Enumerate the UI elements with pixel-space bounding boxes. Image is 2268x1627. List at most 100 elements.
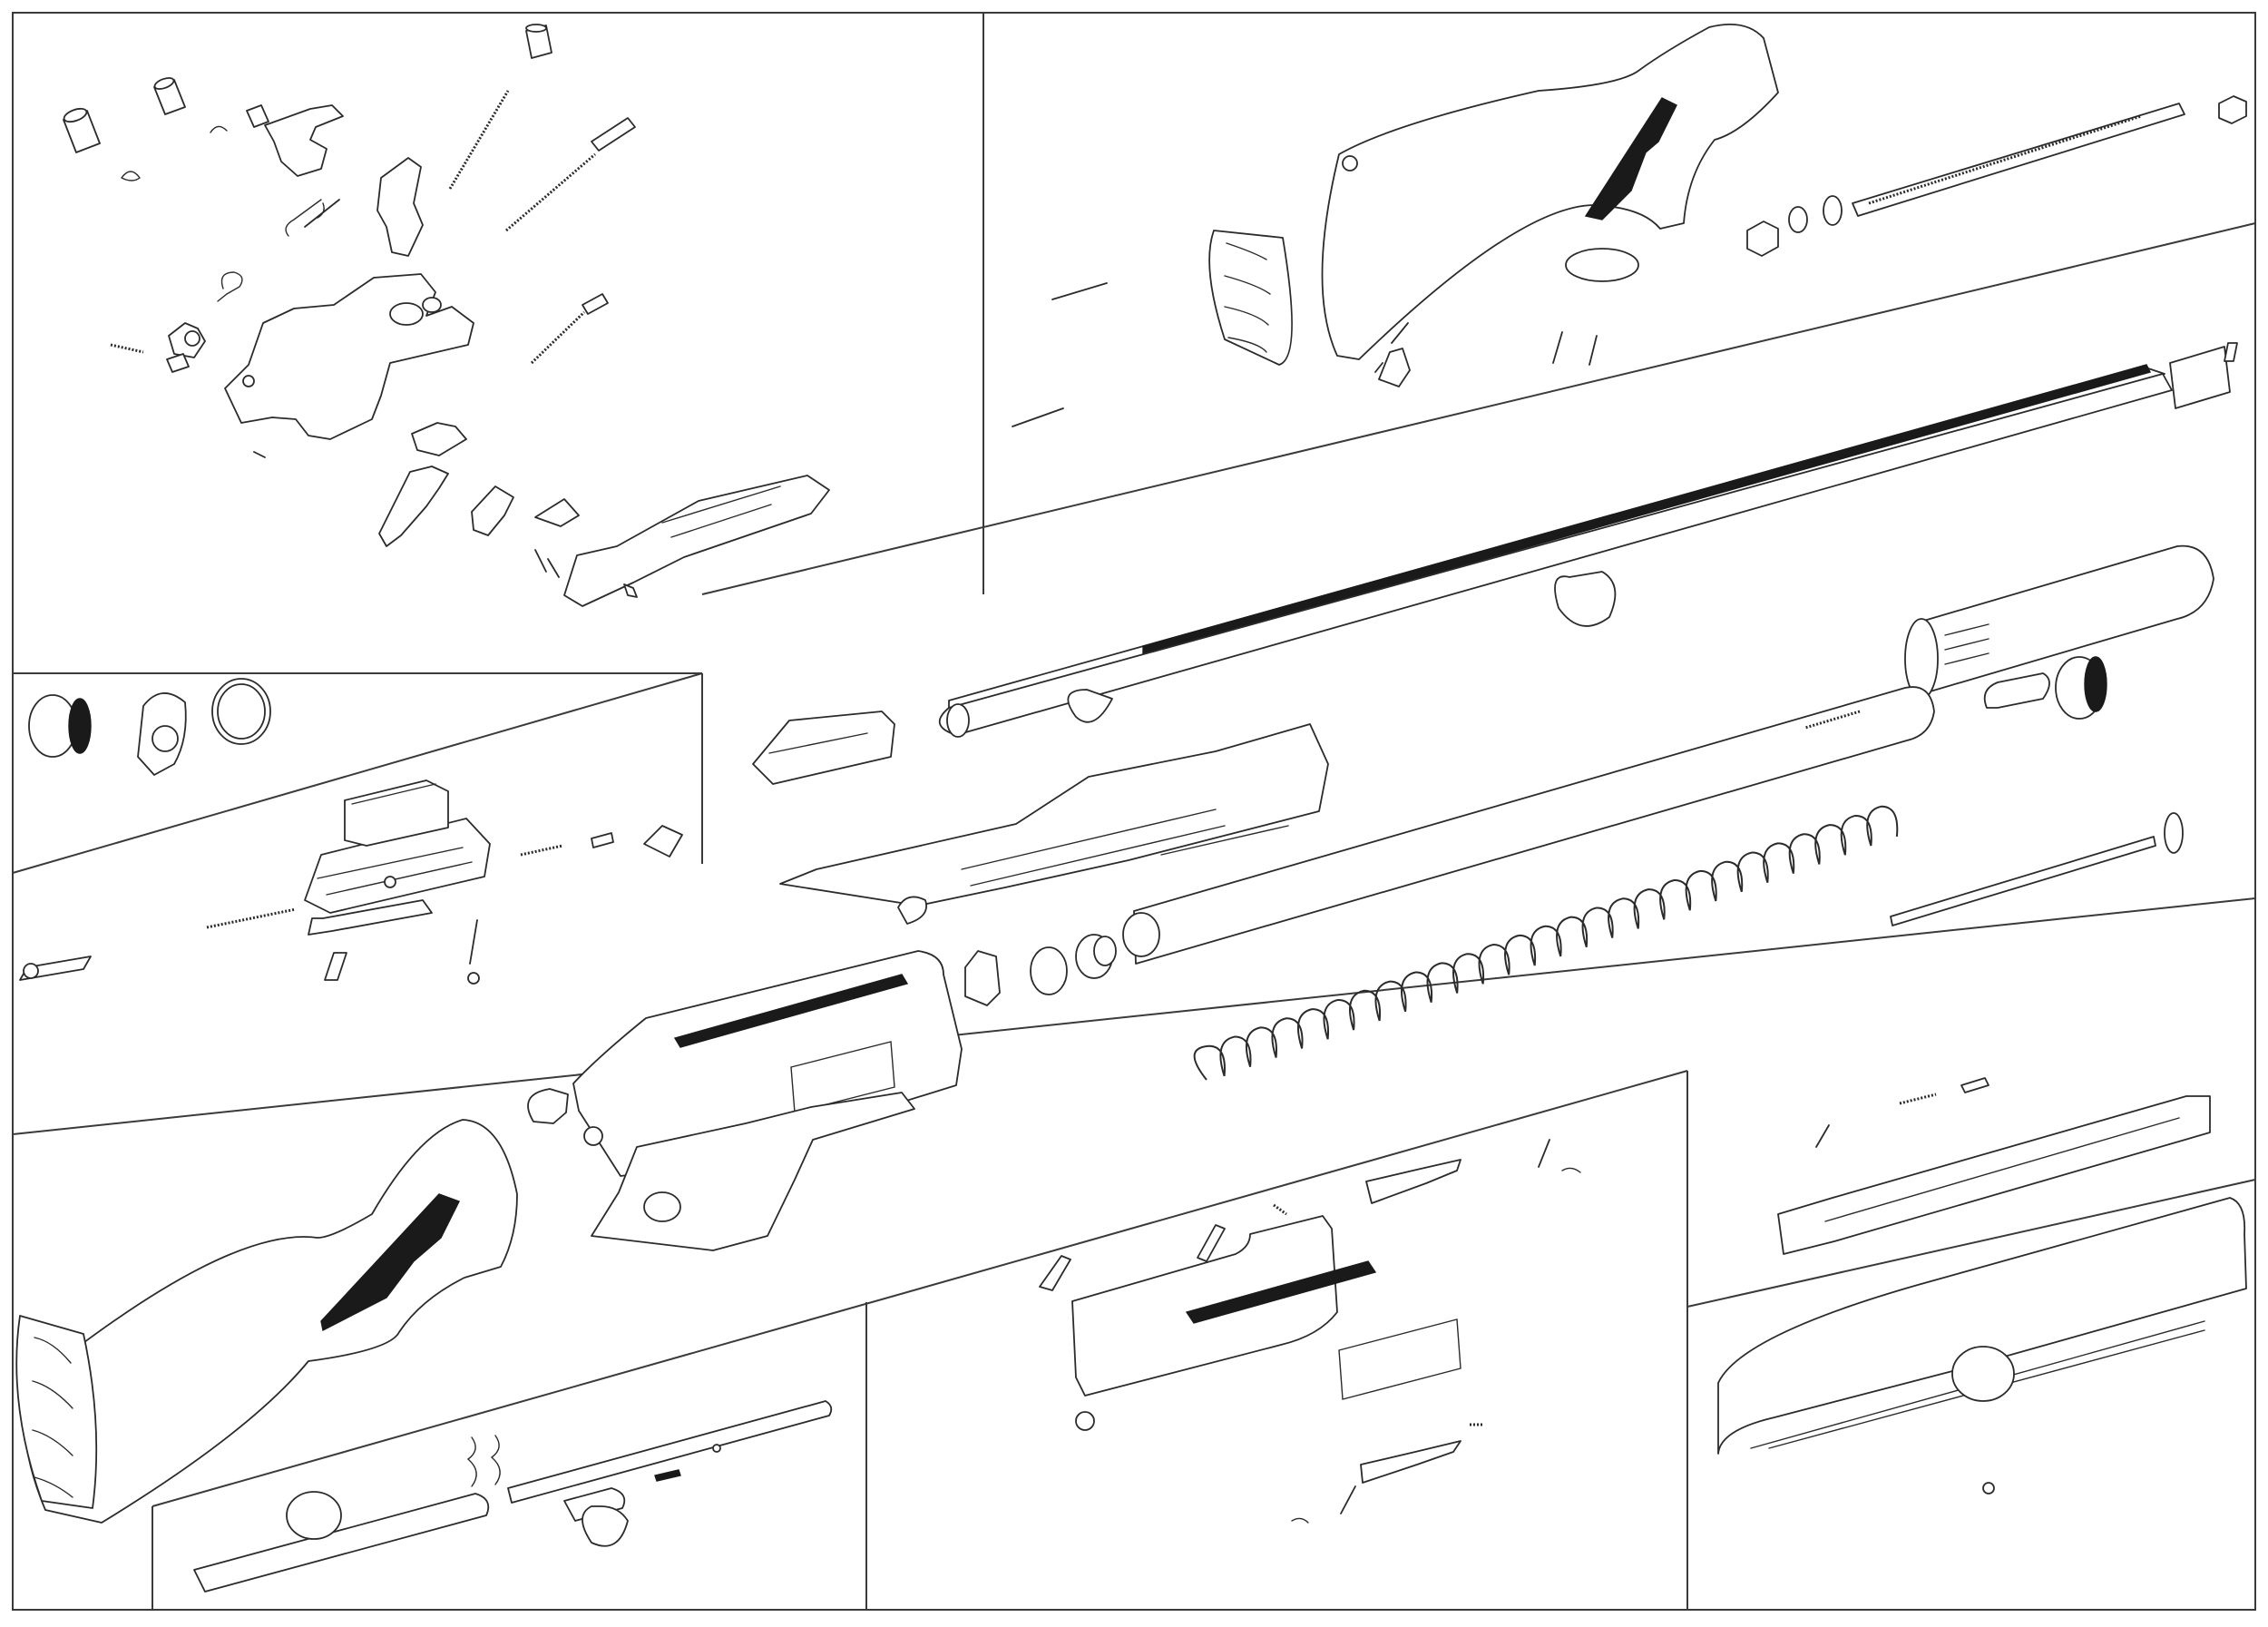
extractor-plunger: [591, 832, 614, 848]
receiver-shell-hole: [1075, 1411, 1095, 1431]
sleeve-top: [525, 24, 552, 59]
receiver-buffer: [527, 1088, 569, 1124]
carrier-housing: [1717, 1197, 2247, 1455]
barrel-body: [938, 373, 2173, 736]
bolt-pin-head: [467, 972, 480, 985]
barrel-breech: [193, 1493, 490, 1593]
stock-main-pad: [15, 1315, 98, 1509]
stock-washer-2: [1823, 195, 1843, 226]
o-ring-1-inner: [217, 683, 266, 740]
extractor: [643, 825, 683, 858]
magazine-cap-face: [68, 698, 92, 754]
spring-clip: [285, 199, 325, 237]
bolt-edge: [768, 732, 868, 754]
extractor-pin: [324, 952, 347, 981]
receiver-clip: [1561, 1167, 1581, 1173]
carrier-pin-top: [1815, 1124, 1830, 1148]
stock-nut: [1746, 221, 1779, 257]
firing-pin: [308, 899, 433, 936]
carrier-frame-line: [1824, 1117, 2180, 1222]
latch: [534, 498, 580, 527]
guard-hole: [242, 375, 255, 387]
pin-left: [63, 107, 101, 153]
receiver-latch: [1365, 1159, 1461, 1204]
rod-head: [23, 963, 39, 979]
divider-carrier-mid: [1686, 1179, 2256, 1308]
receiver: [572, 950, 963, 1177]
plunger-right: [591, 117, 636, 152]
disconnector: [264, 104, 344, 177]
carrier-pin-b: [547, 558, 560, 578]
magazine-ring: [1983, 672, 2050, 709]
carrier-slot: [661, 485, 781, 538]
sling-swivel-hole: [152, 725, 179, 752]
stock-main-pad-ribs: [32, 1337, 73, 1498]
divider-bolt-mid: [12, 672, 703, 874]
carrier-latch: [897, 896, 927, 925]
o-ring-2: [1030, 946, 1068, 995]
receiver-rib: [673, 974, 909, 1048]
receiver-pin-left: [1039, 1255, 1071, 1291]
stock-bolt-rod: [1852, 103, 2185, 217]
panel-frames: [12, 12, 2256, 1611]
operating-carrier: [779, 723, 1329, 907]
retaining-clip-1: [121, 171, 141, 181]
trigger-spring: [505, 152, 596, 232]
barrel-break-marks: [466, 1435, 501, 1487]
stock-washer-1: [1788, 206, 1808, 233]
bolt-release: [471, 485, 514, 536]
panel-bolt-assembly-parts: [19, 678, 683, 985]
carrier-housing-hole: [1982, 1482, 1995, 1495]
bolt: [752, 711, 895, 785]
piston-face: [1093, 936, 1117, 966]
barrel-dot: [712, 1444, 721, 1453]
panel-receiver-parts: [1039, 1139, 1581, 1524]
barrel-marker: [654, 1469, 681, 1482]
carrier: [563, 475, 830, 607]
bolt-body-lines: [317, 847, 473, 896]
ejection-port: [790, 1041, 895, 1113]
carrier-spring: [1899, 1093, 1937, 1105]
receiver-clip-low: [1291, 1517, 1309, 1524]
bolt-pin: [469, 919, 478, 965]
receiver-pin-hole: [583, 1126, 603, 1146]
stock-checkering: [1584, 97, 1677, 221]
carrier-lines: [961, 809, 1289, 887]
barrel-ring: [1067, 689, 1113, 723]
stock-screw-hole: [1342, 155, 1358, 172]
barrel-rib-section: [507, 1400, 833, 1504]
receiver-pin-mid: [1197, 1224, 1226, 1262]
hammer-spring: [448, 90, 510, 190]
receiver-shell-port: [1338, 1318, 1461, 1400]
panel-trigger-group-parts: [63, 24, 830, 607]
receiver-pin-right: [1538, 1139, 1550, 1168]
panel-carrier-assembly: [1717, 1077, 2247, 1495]
receiver-shell-rib: [1185, 1260, 1377, 1324]
panel-stock-assembly: [1012, 23, 2247, 427]
panel-main-exploded-view: [15, 342, 2238, 1524]
extractor-spring: [520, 844, 563, 857]
extension-slots: [1944, 623, 1989, 665]
receiver-pin-low: [1340, 1485, 1356, 1514]
recoil-pad-ribs: [1224, 242, 1271, 353]
torsion-spring: [217, 271, 243, 302]
stock-body: [1321, 23, 1779, 360]
bolt-head-edge: [351, 783, 436, 805]
receiver-shell: [1071, 1215, 1338, 1397]
barrel-bore: [946, 703, 970, 738]
barrel-bracket: [563, 1487, 626, 1522]
barrel-lug: [1554, 571, 1617, 627]
stock-pin-b: [1374, 362, 1383, 373]
guard-pin-hole-2: [422, 297, 442, 313]
bolt-body-hole: [384, 876, 396, 888]
pad-screw-2: [1012, 407, 1064, 427]
grip-cap: [1565, 248, 1639, 282]
recoil-plate: [964, 950, 1001, 1006]
small-pin: [246, 104, 269, 128]
magazine-tube-end: [1122, 912, 1160, 957]
barrel-tip: [2169, 346, 2231, 409]
retaining-clip-2: [210, 125, 228, 133]
stock-bracket: [1378, 348, 1411, 387]
magazine-extension: [1917, 544, 2214, 696]
